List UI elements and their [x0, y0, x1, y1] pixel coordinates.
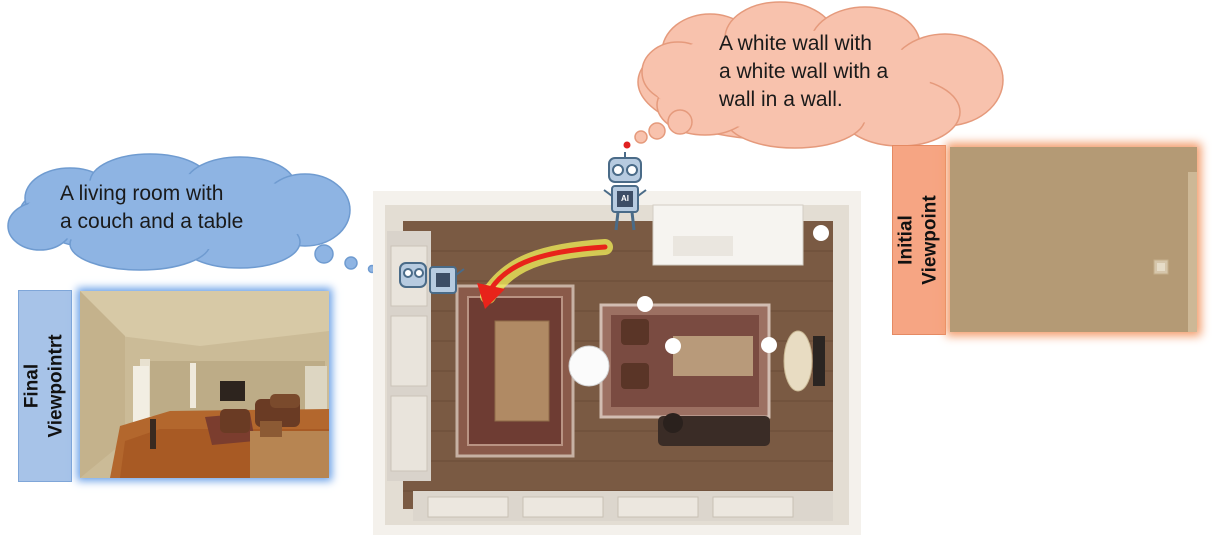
robot-end	[396, 255, 466, 303]
robot-icon	[603, 152, 647, 231]
initial-caption: A white wall with a white wall with a wa…	[719, 30, 888, 114]
final-caption: A living room with a couch and a table	[60, 180, 243, 236]
robot-icon	[399, 262, 465, 294]
initial-caption-line: wall in a wall.	[719, 88, 843, 111]
initial-thought-cloud	[623, 1, 1004, 149]
room-top-down-map	[373, 191, 861, 535]
final-thought-cloud	[7, 153, 393, 275]
robot-start: AI	[600, 150, 650, 234]
final-caption-line: A living room with	[60, 182, 224, 205]
floor-plan	[373, 191, 861, 535]
initial-viewpoint-image	[950, 147, 1197, 332]
living-room-render	[80, 291, 329, 478]
initial-caption-line: A white wall with	[719, 32, 872, 55]
initial-viewpoint-label-text: Initial Viewpoint	[896, 195, 942, 285]
white-wall-render	[950, 147, 1197, 332]
robot-chip-label: AI	[621, 194, 629, 203]
final-viewpoint-image	[80, 291, 329, 478]
initial-caption-line: a white wall with a	[719, 60, 889, 83]
final-caption-line: a couch and a table	[60, 210, 244, 233]
final-viewpoint-label-text: Final Viewpointrt	[22, 334, 68, 438]
initial-viewpoint-label: Initial Viewpoint	[892, 145, 946, 335]
final-viewpoint-label: Final Viewpointrt	[18, 290, 72, 482]
